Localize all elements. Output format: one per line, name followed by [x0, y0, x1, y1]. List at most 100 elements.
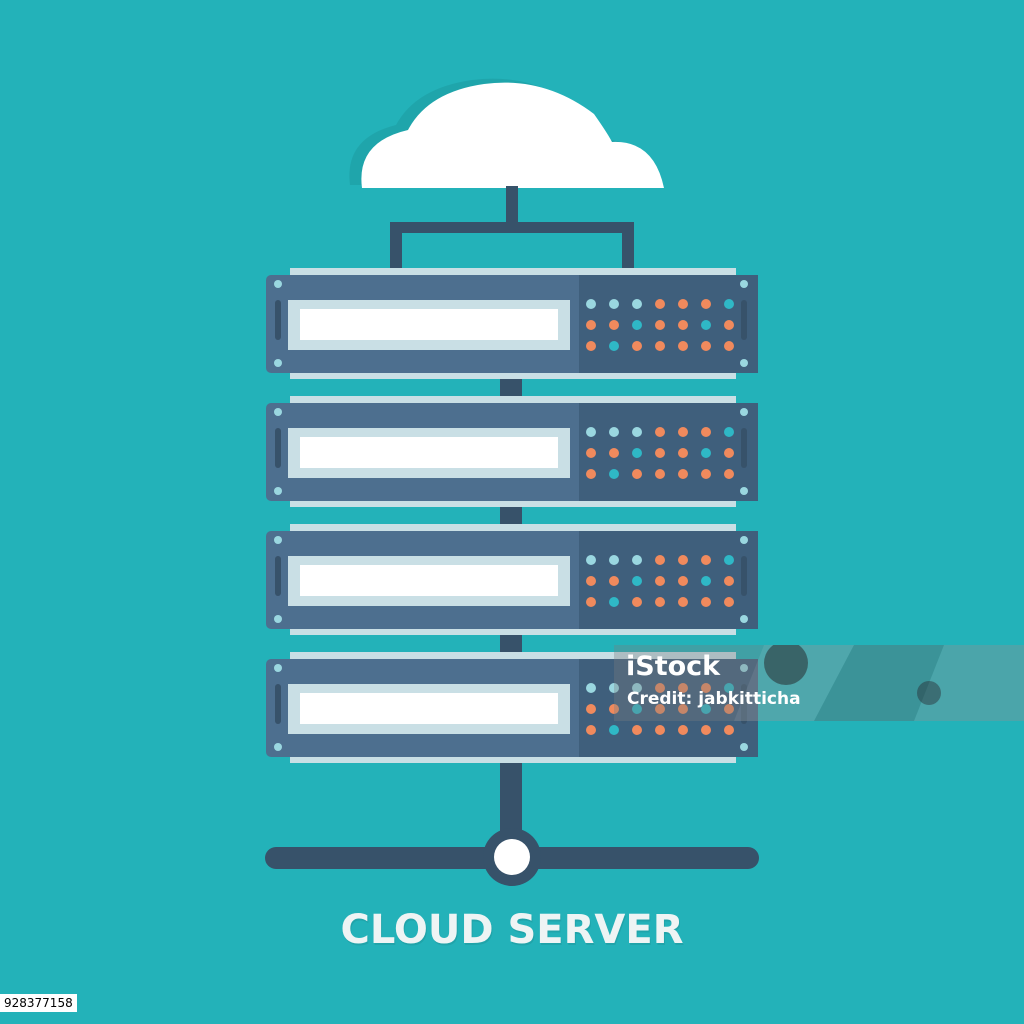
indicator-light [632, 320, 642, 330]
indicator-light [655, 448, 665, 458]
server-rack [266, 268, 758, 763]
cloud-icon [349, 78, 664, 188]
drive-slot [300, 693, 558, 724]
indicator-light [701, 320, 711, 330]
indicator-light [632, 704, 642, 714]
mount-screw [740, 664, 748, 672]
server-unit [266, 396, 758, 507]
mount-screw [274, 743, 282, 751]
indicator-light [678, 597, 688, 607]
mount-screw [274, 487, 282, 495]
indicator-light [632, 299, 642, 309]
server-unit [266, 268, 758, 379]
server-unit [266, 652, 758, 763]
indicator-light [724, 427, 734, 437]
indicator-light [609, 704, 619, 714]
indicator-light [632, 576, 642, 586]
indicator-light [701, 448, 711, 458]
indicator-light [632, 597, 642, 607]
image-id-label: 928377158 [0, 994, 77, 1012]
indicator-light [655, 597, 665, 607]
indicator-light [609, 299, 619, 309]
indicator-light [586, 704, 596, 714]
indicator-light [609, 555, 619, 565]
watermark-credit: Credit: jabkitticha [627, 689, 801, 709]
indicator-light [655, 320, 665, 330]
indicator-light [586, 341, 596, 351]
network-bar [265, 828, 759, 886]
indicator-light [724, 341, 734, 351]
indicator-light [609, 427, 619, 437]
drive-slot [300, 565, 558, 596]
indicator-light [586, 320, 596, 330]
indicator-light [609, 725, 619, 735]
indicator-light [724, 320, 734, 330]
indicator-light [724, 597, 734, 607]
mount-screw [274, 408, 282, 416]
indicator-light [586, 299, 596, 309]
mount-screw [274, 536, 282, 544]
indicator-light [655, 341, 665, 351]
indicator-light [655, 725, 665, 735]
indicator-light [701, 597, 711, 607]
indicator-light [632, 555, 642, 565]
indicator-light [586, 597, 596, 607]
indicator-light [678, 469, 688, 479]
indicator-light [609, 341, 619, 351]
indicator-light [724, 469, 734, 479]
indicator-light [701, 341, 711, 351]
indicator-light [632, 427, 642, 437]
indicator-light [678, 448, 688, 458]
indicator-light [586, 427, 596, 437]
drive-slot [300, 309, 558, 340]
indicator-light [655, 704, 665, 714]
indicator-light [586, 725, 596, 735]
indicator-light [678, 341, 688, 351]
indicator-light [609, 576, 619, 586]
mount-screw [274, 615, 282, 623]
caption-title: CLOUD SERVER [340, 907, 684, 953]
mount-screw [740, 743, 748, 751]
indicator-light [655, 427, 665, 437]
mount-screw [740, 280, 748, 288]
cloud-connector [390, 186, 634, 272]
indicator-light [655, 555, 665, 565]
indicator-light [678, 683, 688, 693]
indicator-light [586, 555, 596, 565]
indicator-light [586, 448, 596, 458]
indicator-light [701, 469, 711, 479]
watermark-brand: iStock [626, 651, 721, 682]
indicator-light [678, 725, 688, 735]
indicator-light [655, 299, 665, 309]
indicator-light [701, 576, 711, 586]
indicator-light [724, 555, 734, 565]
indicator-light [724, 448, 734, 458]
stock-watermark: iStock Credit: jabkitticha [614, 645, 1024, 721]
indicator-light [724, 683, 734, 693]
indicator-light [701, 299, 711, 309]
mount-screw [740, 408, 748, 416]
mount-screw [274, 359, 282, 367]
indicator-light [701, 704, 711, 714]
indicator-light [632, 448, 642, 458]
server-unit [266, 524, 758, 635]
indicator-light [609, 320, 619, 330]
mount-screw [274, 664, 282, 672]
indicator-light [609, 448, 619, 458]
indicator-light [632, 341, 642, 351]
indicator-light [701, 427, 711, 437]
indicator-light [632, 469, 642, 479]
drive-slot [300, 437, 558, 468]
indicator-light [655, 576, 665, 586]
indicator-light [655, 469, 665, 479]
mount-screw [740, 536, 748, 544]
indicator-light [724, 725, 734, 735]
indicator-light [586, 469, 596, 479]
mount-screw [740, 487, 748, 495]
indicator-light [701, 555, 711, 565]
indicator-light [586, 683, 596, 693]
indicator-light [609, 683, 619, 693]
indicator-light [609, 597, 619, 607]
